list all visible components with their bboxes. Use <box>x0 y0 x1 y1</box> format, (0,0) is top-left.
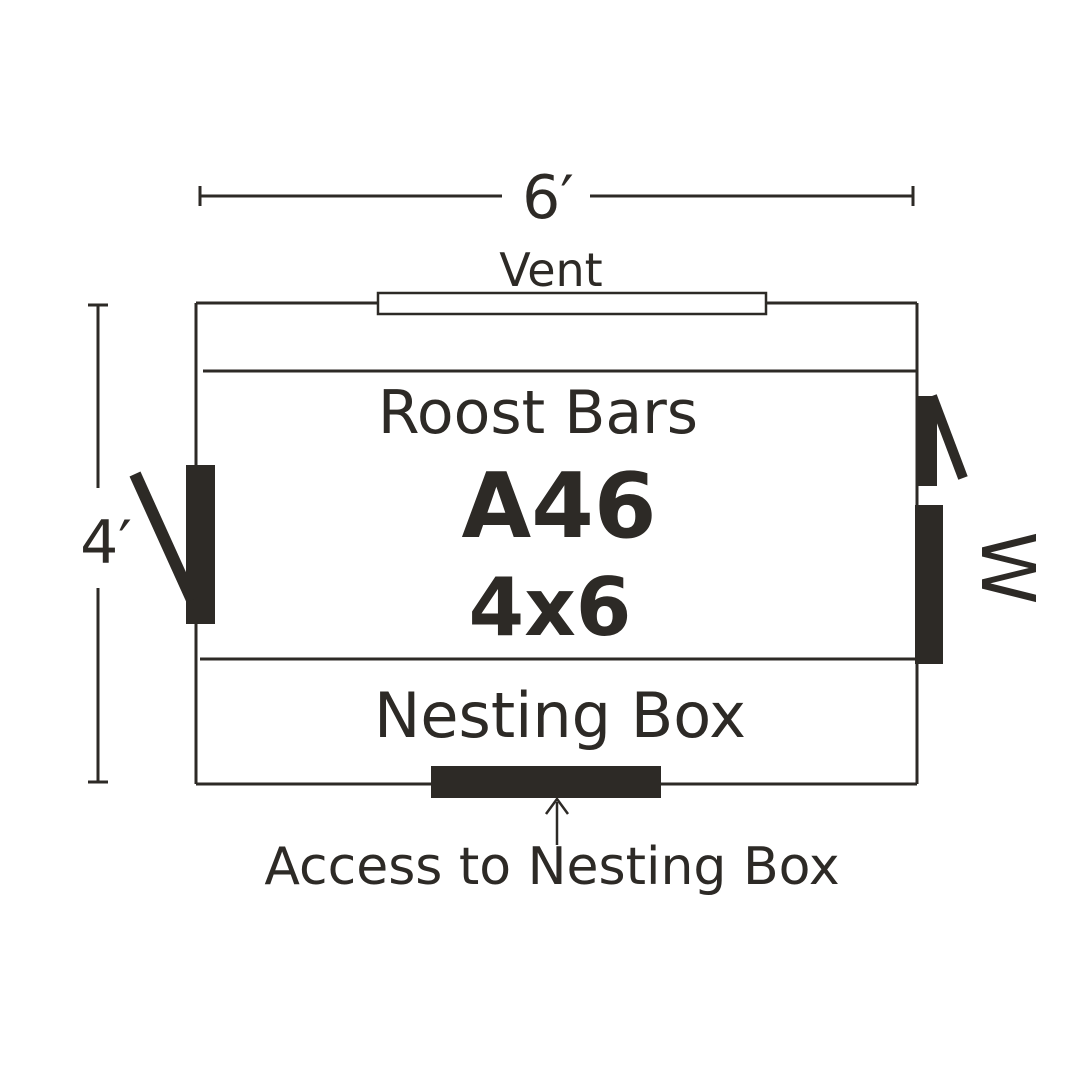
width-dimension: 6′ <box>198 163 915 233</box>
left-door <box>129 465 215 624</box>
nesting-box-label: Nesting Box <box>374 679 746 752</box>
window-marker-label: W <box>964 531 1050 604</box>
access-arrow <box>544 796 570 845</box>
size-label: 4x6 <box>469 561 632 654</box>
vent-label: Vent <box>499 243 602 297</box>
right-upper-flap <box>917 394 968 486</box>
width-dimension-label: 6′ <box>522 163 574 233</box>
right-window: W <box>915 505 1050 664</box>
model-label: A46 <box>462 454 657 559</box>
vent: Vent <box>376 243 768 316</box>
depth-dimension: 4′ <box>80 303 132 784</box>
nesting-box-access-door <box>431 766 661 798</box>
roost-bars-label: Roost Bars <box>378 378 698 448</box>
access-label: Access to Nesting Box <box>264 837 839 897</box>
depth-dimension-label: 4′ <box>80 508 132 578</box>
